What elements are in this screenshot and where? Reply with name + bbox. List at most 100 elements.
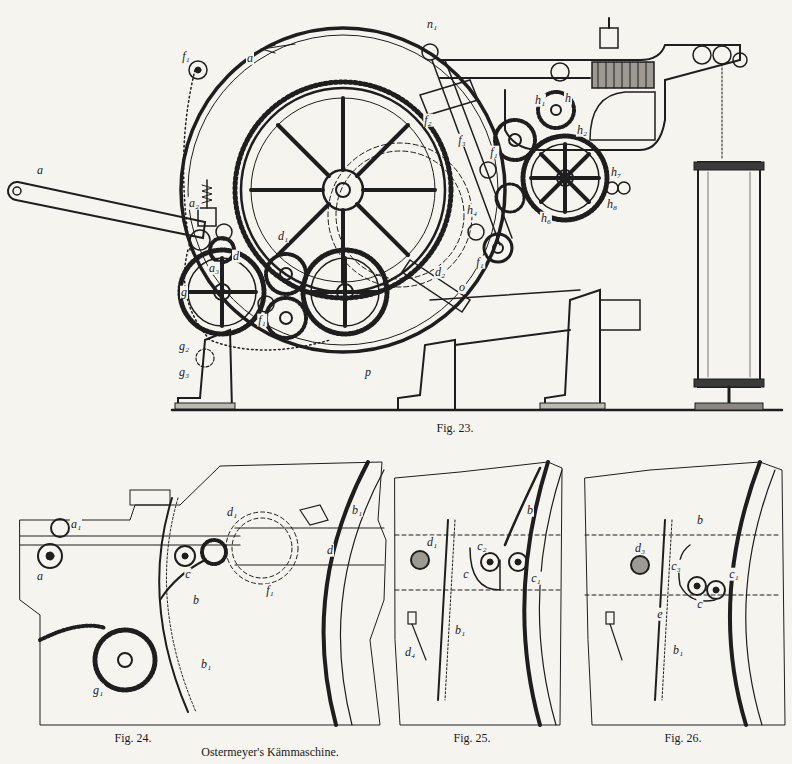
- drawing-head: [622, 62, 623, 88]
- callout-letter: f₁: [489, 146, 499, 159]
- fig24-section: [20, 462, 386, 725]
- comb-drum: [402, 260, 470, 312]
- drawing-head: [665, 45, 740, 80]
- callout-letter: h₆: [540, 212, 552, 225]
- comb-drum: [188, 35, 498, 345]
- fig26-section: [585, 535, 780, 536]
- fig26-section: [585, 462, 785, 725]
- feed-lever: [8, 180, 234, 262]
- callout-letter: g₁: [92, 684, 104, 697]
- callout-letter: c: [696, 598, 703, 611]
- feed-lever: [190, 230, 210, 250]
- fig25-section: [487, 559, 493, 565]
- lower-gears: [184, 70, 195, 250]
- callout-letter: a: [36, 570, 44, 583]
- drawing-head: [606, 182, 618, 194]
- drawing-head: [618, 182, 630, 194]
- drawing-head: [606, 62, 607, 88]
- lower-gears: [188, 290, 256, 294]
- drawing-head: [592, 62, 654, 88]
- drawing-head: [432, 60, 500, 245]
- fig26-section: [688, 577, 706, 595]
- drawing-head: [445, 60, 512, 238]
- fig25-section: [408, 612, 416, 624]
- drawing-head: [614, 62, 615, 88]
- comb-drum: [278, 125, 329, 176]
- drawing-head: [590, 92, 655, 140]
- base-frame: [430, 290, 580, 300]
- drawing-head: [693, 46, 711, 64]
- drawing-head: [713, 46, 731, 64]
- callout-letter: a: [246, 52, 254, 65]
- drawing-head: [541, 154, 589, 202]
- drawing-head: [733, 53, 747, 67]
- comb-drum: [420, 80, 478, 115]
- drawing-head: [722, 64, 723, 160]
- lower-gears: [266, 254, 306, 294]
- fig25-section: [395, 462, 562, 725]
- lower-gears: [311, 290, 379, 294]
- base-frame: [540, 403, 605, 409]
- base-frame: [175, 403, 235, 409]
- drawing-head: [484, 234, 512, 262]
- callout-letter: c₁: [728, 568, 740, 581]
- drawing-head: [432, 18, 747, 262]
- callout-letter: h₄: [466, 204, 478, 217]
- fig24-section: [226, 512, 298, 584]
- callout-letter: d₃: [634, 542, 646, 555]
- base-frame: [455, 330, 570, 345]
- figure-caption: Ostermeyer's Kämmaschine.: [201, 745, 338, 760]
- callout-letter: a₁: [70, 518, 82, 531]
- callout-letter: f₁: [257, 314, 267, 327]
- fig26-section: [730, 462, 760, 725]
- comb-drum: [336, 183, 350, 197]
- lower-gears: [180, 250, 264, 334]
- callout-letter: d₄: [404, 646, 416, 659]
- callout-letter: h₇: [610, 166, 622, 179]
- fig26-section: [746, 470, 775, 725]
- fig25-section: [509, 553, 527, 571]
- fig26-section: [694, 583, 700, 589]
- fig26-section: [606, 612, 614, 624]
- fig25-section: [395, 590, 560, 591]
- callout-letter: h: [564, 92, 572, 105]
- lower-gears: [311, 258, 379, 326]
- callout-letter: d₂: [434, 266, 446, 279]
- drawing-head: [598, 62, 646, 88]
- figure-number: Fig. 23.: [435, 422, 474, 435]
- comb-drum: [357, 125, 408, 176]
- figure-number: Fig. 24.: [113, 732, 152, 745]
- fig26-section: [585, 595, 780, 596]
- fig25-section: [411, 551, 429, 569]
- fig24-section: [232, 518, 292, 578]
- callout-letter: h₂: [576, 124, 588, 137]
- figure-number: Fig. 26.: [663, 732, 702, 745]
- lower-gears: [184, 250, 330, 350]
- fig24-section: [51, 519, 69, 537]
- figure-number: Fig. 25.: [452, 732, 491, 745]
- base-frame: [398, 340, 455, 410]
- drawing-head: [531, 144, 599, 212]
- fig26-section: [631, 556, 649, 574]
- callout-letter: g: [180, 286, 188, 299]
- callout-letter: c₃: [670, 560, 682, 573]
- fig24-section: [38, 544, 62, 568]
- callout-letter: n₁: [426, 18, 438, 31]
- sliver-can: [694, 162, 764, 170]
- sliver-can: [708, 172, 709, 377]
- fig25-section: [481, 553, 499, 571]
- drawing-head: [551, 105, 561, 115]
- drawing-head: [608, 18, 610, 28]
- drawing-head: [541, 154, 589, 202]
- callout-letter: d₁: [226, 506, 238, 519]
- comb-drum: [328, 143, 472, 287]
- lower-gears: [280, 312, 292, 324]
- callout-letter: a₃: [208, 262, 220, 275]
- callout-letter: c: [462, 568, 469, 581]
- feed-lever: [198, 208, 216, 226]
- feed-lever: [202, 185, 212, 203]
- fig25-section: [395, 462, 562, 725]
- fig26-section: [707, 581, 725, 599]
- fig24-section: [202, 540, 226, 564]
- drawing-head: [600, 28, 618, 48]
